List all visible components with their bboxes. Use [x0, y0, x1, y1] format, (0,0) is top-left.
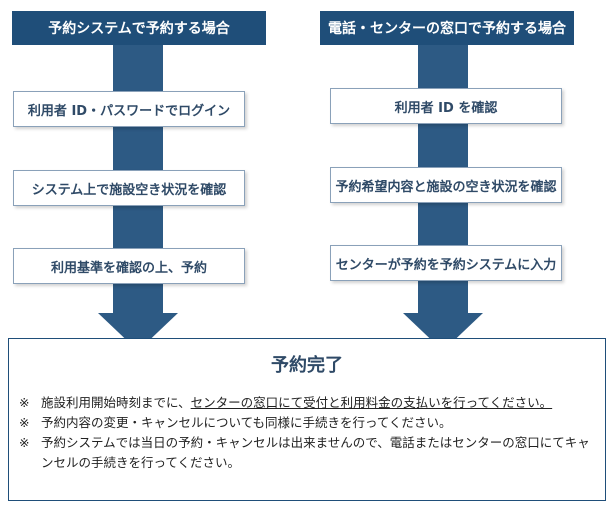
left-step-reserve: 利用基準を確認の上、予約 [13, 248, 245, 284]
right-column-header: 電話・センターの窓口で予約する場合 [320, 11, 574, 45]
left-column-header: 予約システムで予約する場合 [12, 11, 266, 45]
note-underlined-text: センターの窓口にて受付と利用料金の支払いを行ってください。 [190, 395, 553, 410]
note-item: ※ 予約システムでは当日の予約・キャンセルは出来ませんので、電話またはセンターの… [19, 433, 597, 473]
note-mark: ※ [19, 435, 30, 450]
left-step-login: 利用者 ID・パスワードでログイン [13, 91, 245, 127]
notes-list: ※ 施設利用開始時刻までに、センターの窓口にて受付と利用料金の支払いを行ってくだ… [19, 393, 597, 473]
left-step-check-availability: システム上で施設空き状況を確認 [13, 170, 245, 206]
note-item: ※ 施設利用開始時刻までに、センターの窓口にて受付と利用料金の支払いを行ってくだ… [19, 393, 597, 413]
reservation-complete-box: 予約完了 ※ 施設利用開始時刻までに、センターの窓口にて受付と利用料金の支払いを… [8, 338, 606, 501]
complete-title: 予約完了 [271, 355, 343, 376]
note-mark: ※ [19, 415, 30, 430]
right-step-confirm-id: 利用者 ID を確認 [330, 88, 562, 124]
note-text: 予約システムでは当日の予約・キャンセルは出来ませんので、電話またはセンターの窓口… [41, 435, 590, 470]
note-item: ※ 予約内容の変更・キャンセルについても同様に手続きを行ってください。 [19, 413, 597, 433]
right-step-check-request: 予約希望内容と施設の空き状況を確認 [330, 167, 562, 203]
note-text: 施設利用開始時刻までに、センターの窓口にて受付と利用料金の支払いを行ってください… [41, 395, 553, 410]
note-text: 予約内容の変更・キャンセルについても同様に手続きを行ってください。 [41, 415, 452, 430]
note-mark: ※ [19, 395, 30, 410]
right-step-center-input: センターが予約を予約システムに入力 [330, 245, 562, 281]
